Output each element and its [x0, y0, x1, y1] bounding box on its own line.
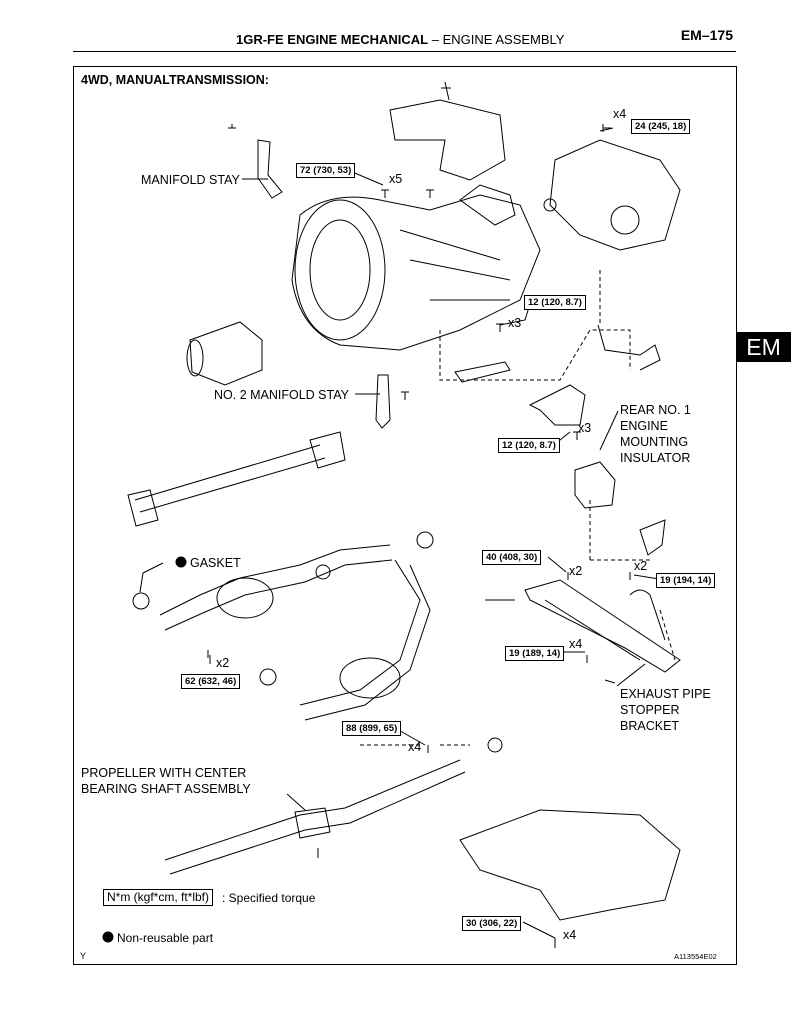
legend-torque-desc: : Specified torque: [222, 891, 316, 905]
qty-x4-30: x4: [563, 928, 577, 942]
torque-88: 88 (899, 65): [342, 721, 402, 736]
label-rear-mount-line3: MOUNTING: [620, 435, 689, 449]
torque-12-upper: 12 (120, 8.7): [524, 295, 586, 310]
starter-motor: [186, 321, 263, 386]
qty-x4-88: x4: [408, 740, 422, 754]
leader-lines: [139, 127, 660, 939]
front-propeller-shaft: [127, 431, 346, 527]
page-number: EM–175: [680, 27, 733, 43]
transfer-case: [543, 139, 681, 251]
gasket-nonreusable-dot: [175, 556, 187, 568]
header-rule: [73, 51, 736, 52]
torque-24: 24 (245, 18): [631, 119, 691, 134]
qty-x2-40: x2: [569, 564, 583, 578]
torque-19-crossmember: 19 (189, 14): [505, 646, 565, 661]
qty-x4-top: x4: [613, 107, 627, 121]
label-propeller-line2: BEARING SHAFT ASSEMBLY: [81, 782, 251, 796]
label-exhaust-line1: EXHAUST PIPE: [620, 687, 711, 701]
page-header-title: 1GR-FE ENGINE MECHANICAL – ENGINE ASSEMB…: [236, 32, 564, 47]
rear-mount-insulator-part: [574, 461, 616, 509]
label-propeller-line1: PROPELLER WITH CENTER: [81, 766, 247, 780]
qty-x5: x5: [389, 172, 403, 186]
qty-x3-upper: x3: [508, 316, 522, 330]
clutch-line: [597, 324, 661, 371]
label-exhaust-line2: STOPPER: [620, 703, 680, 717]
torque-62: 62 (632, 46): [181, 674, 241, 689]
label-manifold-stay: MANIFOLD STAY: [141, 173, 240, 187]
skid-plate: [459, 809, 681, 921]
label-exhaust-line3: BRACKET: [620, 719, 680, 733]
label-rear-mount-line1: REAR NO. 1: [620, 403, 691, 417]
heat-shield-part: [639, 519, 666, 556]
section-name: 1GR-FE ENGINE MECHANICAL: [236, 32, 429, 47]
crossmember: [524, 579, 681, 673]
torque-19-stopper: 19 (194, 14): [656, 573, 716, 588]
qty-x2-62: x2: [216, 656, 230, 670]
rear-propeller-shaft: [164, 737, 503, 875]
bolts: [207, 124, 631, 948]
assembly-guide-lines: [360, 270, 676, 746]
label-no2-manifold-stay: NO. 2 MANIFOLD STAY: [214, 388, 349, 402]
legend-nonreusable-text: Non-reusable part: [117, 931, 214, 945]
legend-torque-unit: N*m (kgf*cm, ft*lbf): [103, 889, 214, 906]
label-rear-mount-line4: INSULATOR: [620, 451, 691, 465]
mount-bracket-part: [528, 384, 586, 426]
transmission-body: [291, 184, 541, 351]
torque-72: 72 (730, 53): [296, 163, 356, 178]
gasket-ring: [132, 592, 150, 610]
figure-frame: [73, 66, 737, 965]
exhaust-stopper-bracket-part: [629, 589, 666, 641]
manifold-stay-part: [257, 139, 283, 199]
torque-30: 30 (306, 22): [462, 916, 522, 931]
section-subname: ENGINE ASSEMBLY: [442, 32, 565, 47]
em-side-tab: EM: [736, 332, 791, 362]
front-exhaust-pipes: [159, 544, 431, 721]
torque-40: 40 (408, 30): [482, 550, 542, 565]
no2-manifold-stay-part: [375, 374, 391, 429]
legend-nonreusable-dot: [102, 931, 114, 943]
qty-x2-19: x2: [634, 559, 648, 573]
transmission-upper-cover: [389, 81, 506, 181]
header-separator: –: [431, 32, 439, 47]
qty-x3-lower: x3: [578, 421, 592, 435]
clutch-release-cylinder: [454, 361, 511, 383]
figure-code: A113554E02: [674, 952, 717, 961]
label-gasket: GASKET: [190, 556, 241, 570]
label-rear-mount-line2: ENGINE: [620, 419, 668, 433]
figure-title: 4WD, MANUALTRANSMISSION:: [81, 73, 269, 87]
torque-12-lower: 12 (120, 8.7): [498, 438, 560, 453]
qty-x4-19: x4: [569, 637, 583, 651]
corner-letter: Y: [80, 951, 87, 961]
